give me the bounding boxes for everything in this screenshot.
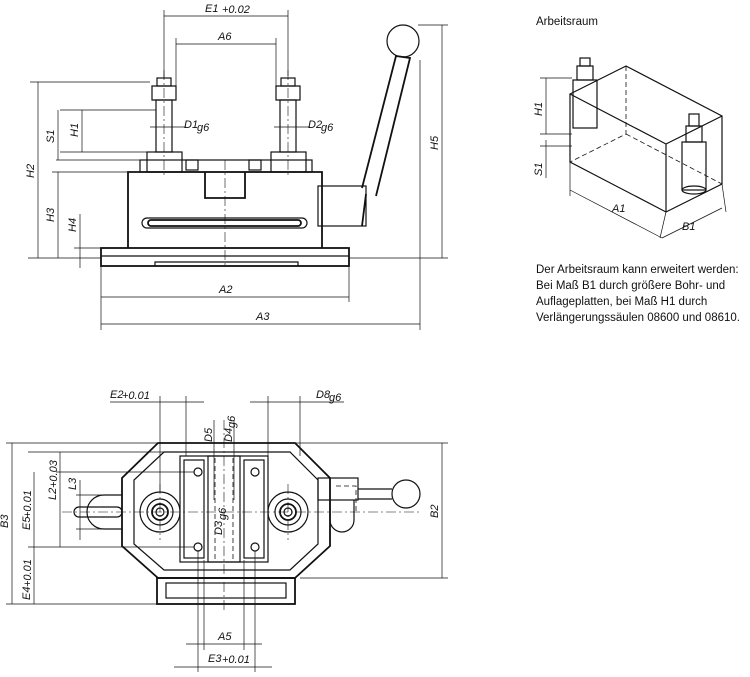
label-E4: E4 — [21, 587, 33, 600]
label-S1-iso: S1 — [533, 163, 545, 176]
label-D5: D5 — [203, 427, 215, 442]
label-D2: D2 — [308, 119, 322, 131]
label-D3-tol: g6 — [217, 507, 229, 520]
label-H2: H2 — [25, 164, 37, 178]
label-L2: L2 — [47, 488, 59, 500]
label-E1-tol: +0.02 — [222, 4, 250, 16]
label-E2: E2 — [110, 389, 123, 401]
label-E1: E1 — [205, 3, 218, 15]
label-D4: D4 — [223, 428, 235, 442]
workspace-note: Der Arbeitsraum kann erweitert werden: B… — [536, 264, 740, 324]
label-A6: A6 — [217, 31, 232, 43]
note-line-3: Auflageplatten, bei Maß H1 durch — [536, 296, 707, 308]
label-D8-tol: g6 — [329, 392, 342, 404]
note-line-1: Der Arbeitsraum kann erweitert werden: — [536, 264, 739, 276]
front-dimensions: E1 +0.02 A6 D1 g6 D2 g6 H2 S1 H1 H3 — [25, 3, 448, 330]
label-A2: A2 — [218, 284, 232, 296]
label-A5: A5 — [217, 631, 232, 643]
label-H4: H4 — [67, 218, 79, 232]
label-D1-tol: g6 — [197, 122, 210, 134]
workspace-title: Arbeitsraum — [536, 16, 598, 28]
label-E5-tol: +0.01 — [22, 490, 34, 518]
label-E3: E3 — [208, 653, 222, 665]
label-E2-tol: +0.01 — [122, 390, 150, 402]
label-H1-iso: H1 — [533, 102, 545, 116]
label-E5: E5 — [21, 516, 33, 530]
label-D1: D1 — [184, 119, 198, 131]
workspace-figure: Arbeitsraum H1 S1 A1 B1 — [533, 16, 727, 239]
label-D3: D3 — [213, 520, 225, 535]
front-view — [100, 24, 420, 268]
label-E4-tol: +0.01 — [22, 559, 34, 587]
label-L3: L3 — [67, 477, 79, 490]
label-A1-iso: A1 — [611, 203, 625, 215]
label-E3-tol: +0.01 — [222, 654, 250, 666]
label-B1-iso: B1 — [682, 221, 695, 233]
label-H5: H5 — [429, 135, 441, 150]
note-line-4: Verlängerungssäulen 08600 und 08610. — [536, 312, 740, 324]
label-D4-tol: g6 — [226, 415, 238, 428]
note-line-2: Bei Maß B1 durch größere Bohr- und — [536, 280, 725, 292]
top-view — [62, 420, 421, 610]
label-H1: H1 — [69, 123, 81, 137]
label-D2-tol: g6 — [321, 122, 334, 134]
label-B3: B3 — [0, 514, 11, 528]
label-H3: H3 — [45, 207, 57, 222]
label-D8: D8 — [316, 389, 331, 401]
label-S1: S1 — [45, 130, 57, 143]
label-A3: A3 — [255, 311, 270, 323]
top-dimensions: E2 +0.01 D8 g6 D5 D4 g6 D3 g6 B3 E5 +0.0… — [0, 389, 448, 672]
label-L2-tol: +0.03 — [48, 459, 60, 488]
label-B2: B2 — [429, 505, 441, 518]
